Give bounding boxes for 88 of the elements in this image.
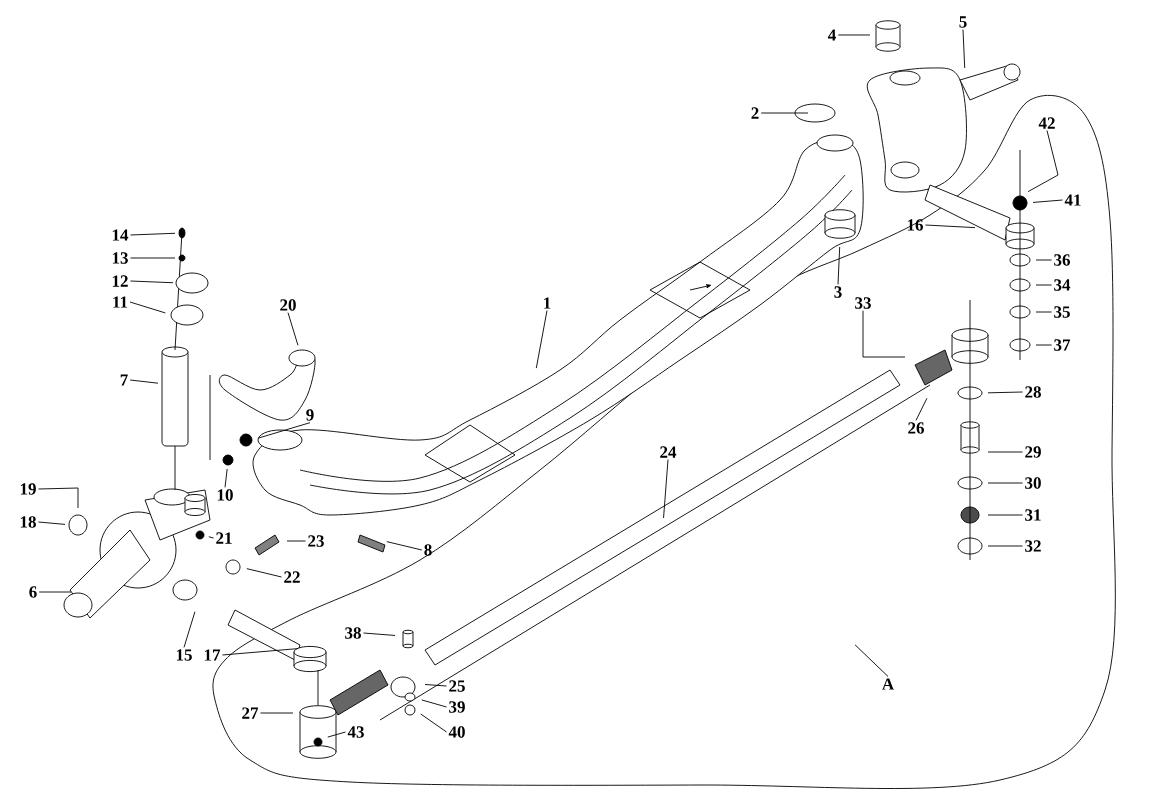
leader-line	[1027, 130, 1059, 193]
leader-line	[183, 611, 196, 648]
leader-line	[837, 34, 871, 36]
callout-number: 7	[120, 374, 128, 386]
leader-line	[862, 310, 906, 358]
callout-number: 22	[284, 571, 300, 583]
leader-line	[420, 713, 447, 733]
callout-number: 18	[20, 516, 36, 528]
leader-line	[363, 632, 396, 636]
leader-line	[327, 731, 346, 738]
leader-line	[224, 468, 228, 488]
leader-line	[386, 541, 423, 551]
callout-number: 41	[1064, 194, 1081, 206]
leader-line	[962, 29, 966, 69]
leader-line	[987, 391, 1023, 394]
leader-line	[38, 591, 72, 593]
leader-line	[130, 232, 176, 236]
callout-number: 6	[29, 586, 37, 598]
callout-number: 26	[908, 422, 924, 434]
leader-line	[854, 644, 889, 677]
callout-number: 28	[1025, 386, 1041, 398]
callout-number: A	[882, 678, 895, 690]
callout-number: 19	[20, 483, 36, 495]
callout-number: 15	[176, 649, 192, 661]
callout-number: 9	[306, 409, 314, 421]
callout-number: 1	[544, 297, 551, 309]
callout-number: 24	[660, 446, 677, 458]
callout-number: 32	[1025, 540, 1041, 552]
leader-line	[987, 514, 1023, 516]
leader-line	[130, 280, 174, 284]
leader-line	[208, 536, 214, 539]
callout-number: 38	[345, 627, 361, 639]
callout-number: 17	[204, 649, 221, 661]
callout-number: 3	[834, 286, 842, 298]
callout-number: 2	[751, 107, 759, 119]
leader-line	[424, 684, 447, 687]
callout-number: 25	[449, 680, 465, 692]
leader-line	[260, 712, 294, 714]
leader-line	[987, 451, 1023, 453]
callout-number: 34	[1054, 279, 1071, 291]
callout-number: 8	[424, 544, 432, 556]
leader-line	[130, 257, 176, 259]
leader-line	[258, 422, 311, 439]
leader-line	[837, 246, 841, 285]
leader-line	[987, 545, 1023, 547]
callout-number: 21	[216, 532, 232, 544]
leader-line	[287, 312, 299, 346]
leader-line	[129, 301, 166, 314]
callout-number: 27	[242, 707, 259, 719]
callout-number: 16	[907, 219, 923, 231]
callout-number: 14	[112, 229, 129, 241]
callout-number: 10	[217, 489, 233, 501]
callout-number: 30	[1025, 477, 1041, 489]
callout-number: 23	[308, 535, 324, 547]
leader-line	[1035, 259, 1052, 261]
callout-number: 35	[1054, 306, 1070, 318]
callout-number: 43	[347, 726, 364, 738]
callout-number: 37	[1054, 339, 1071, 351]
leader-line	[1035, 344, 1052, 346]
callout-number: 42	[1038, 117, 1055, 129]
leader-line	[38, 487, 79, 509]
callout-number: 12	[112, 275, 128, 287]
leader-line	[421, 699, 447, 708]
callout-number: 40	[448, 726, 465, 738]
leader-line	[1035, 311, 1052, 313]
leader-line	[663, 459, 669, 519]
callout-number: 36	[1054, 254, 1070, 266]
leader-line	[925, 224, 976, 229]
leader-line	[915, 397, 928, 421]
callout-number: 11	[113, 296, 128, 308]
callout-number: 33	[855, 297, 871, 309]
callout-number: 4	[828, 29, 836, 41]
leader-line	[286, 540, 306, 542]
leader-line	[129, 379, 159, 384]
callout-number: 29	[1025, 446, 1041, 458]
callout-number: 20	[280, 299, 296, 311]
leader-line	[760, 112, 809, 114]
leader-line	[1035, 284, 1052, 286]
callout-number: 39	[449, 701, 465, 713]
leader-line	[222, 648, 299, 656]
callout-number: 31	[1025, 509, 1041, 521]
leader-line	[246, 568, 282, 578]
callout-number: 5	[959, 16, 967, 28]
leader-line	[535, 310, 548, 369]
leader-line	[38, 521, 66, 525]
leader-line	[1032, 199, 1063, 203]
callout-number: 13	[112, 252, 128, 264]
leader-line	[987, 482, 1023, 484]
